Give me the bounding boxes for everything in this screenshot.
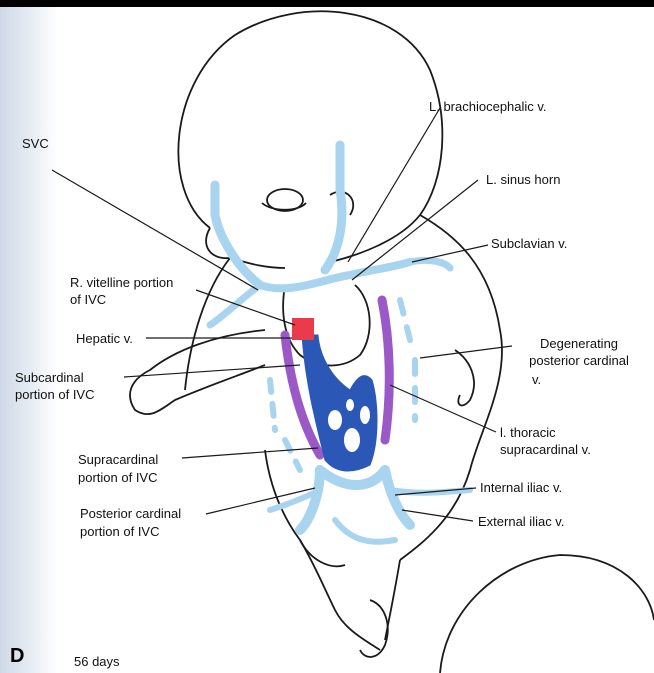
light-blue-veins [210,145,470,542]
label-internal-iliac: Internal iliac v. [480,480,562,496]
panel-letter: D [10,645,24,668]
label-hepatic: Hepatic v. [76,331,133,347]
label-degenerating-3: v. [532,372,541,388]
label-l-sinus-horn: L. sinus horn [486,172,560,188]
label-r-vitelline-2: of IVC [70,292,106,308]
label-supracardinal-2: portion of IVC [78,470,158,486]
label-subclavian: Subclavian v. [491,236,567,252]
label-external-iliac: External iliac v. [478,514,564,530]
label-degenerating-2: posterior cardinal [518,353,640,369]
hepatic-segment [292,318,314,340]
label-svc: SVC [22,136,49,152]
label-subcardinal-2: portion of IVC [15,387,95,403]
label-posterior-cardinal-1: Posterior cardinal [80,506,181,522]
label-l-brachiocephalic: L. brachiocephalic v. [429,99,547,115]
label-l-thoracic-2: supracardinal v. [500,442,591,458]
label-supracardinal-1: Supracardinal [78,452,158,468]
label-degenerating-1: Degenerating [518,336,640,352]
label-subcardinal-1: Subcardinal [15,370,84,386]
figure-caption: 56 days [74,654,120,669]
label-l-thoracic-1: l. thoracic [500,425,556,441]
label-r-vitelline-1: R. vitelline portion [70,275,173,291]
label-posterior-cardinal-2: portion of IVC [80,524,160,540]
